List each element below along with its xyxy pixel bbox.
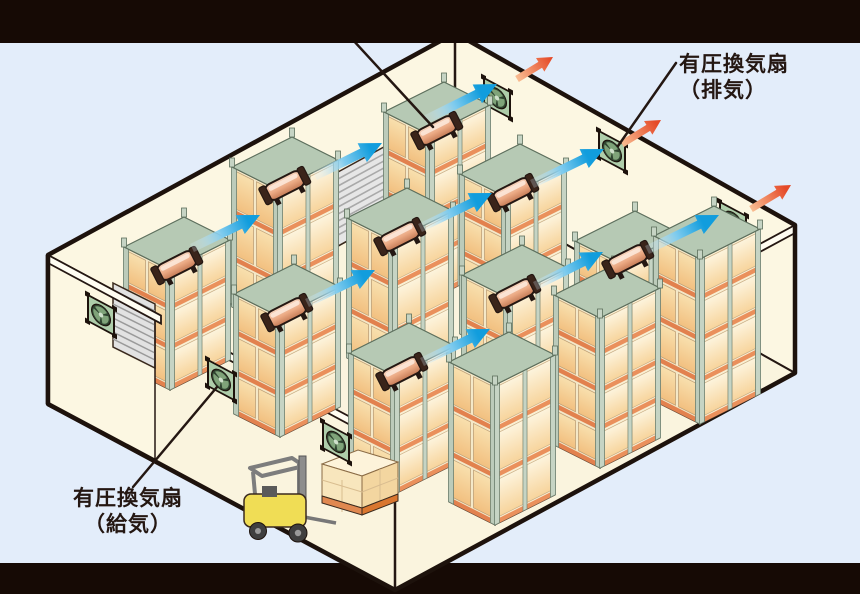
circulation-fan — [373, 216, 427, 257]
airflow-arrow-blue-icon — [645, 215, 719, 255]
supply-wall-fan-icon — [205, 355, 237, 405]
supply-wall-fan-icon — [320, 417, 352, 467]
forklift-fork — [303, 515, 337, 525]
exhaust-wall-fan-icon — [596, 126, 628, 176]
circulation-fan — [601, 239, 655, 280]
exhaust-arrow-red-icon — [749, 185, 791, 213]
exhaust-arrow-red-icon — [515, 57, 553, 82]
circulation-fan — [486, 172, 540, 213]
rack-tower — [651, 196, 763, 425]
forklift — [243, 449, 400, 543]
circulation-fan — [260, 292, 314, 333]
rack-tower — [551, 255, 663, 469]
circulation-fan — [150, 245, 204, 286]
circulation-fan — [410, 110, 464, 151]
exhaust-fan-label: 有圧換気扇 （排気） — [679, 52, 789, 104]
supply-fan-label-line2: （給気） — [84, 513, 172, 536]
rack-tower — [446, 322, 558, 526]
forklift-body — [243, 493, 307, 528]
supply-wall-fan-icon — [85, 290, 117, 340]
front-left-wall-section — [45, 253, 162, 463]
airflow-arrow-blue-icon — [313, 142, 383, 181]
supply-fan-label-line1: 有圧換気扇 — [73, 487, 183, 510]
rack-tower — [231, 254, 343, 438]
supply-fan-label: 有圧換気扇 （給気） — [48, 486, 208, 538]
airflow-arrow-blue-icon — [305, 270, 375, 308]
circulation-fan — [375, 351, 429, 392]
circulation-fan — [258, 165, 312, 206]
airflow-arrow-blue-icon — [420, 329, 490, 367]
pallet-load — [320, 449, 400, 516]
exhaust-fan-label-line1: 有圧換気扇 — [679, 53, 789, 76]
label-leader-line — [616, 61, 678, 148]
airflow-arrow-blue-icon — [418, 193, 492, 233]
label-leader-line — [131, 385, 219, 489]
top-letterbox-bar — [0, 0, 860, 43]
airflow-arrow-blue-icon — [530, 149, 604, 189]
airflow-arrow-blue-icon — [532, 251, 604, 291]
airflow-arrow-blue-icon — [190, 215, 260, 253]
airflow-arrow-blue-icon — [422, 84, 497, 125]
exhaust-fan-label-line2: （排気） — [679, 79, 767, 102]
exhaust-arrow-red-icon — [620, 120, 661, 147]
